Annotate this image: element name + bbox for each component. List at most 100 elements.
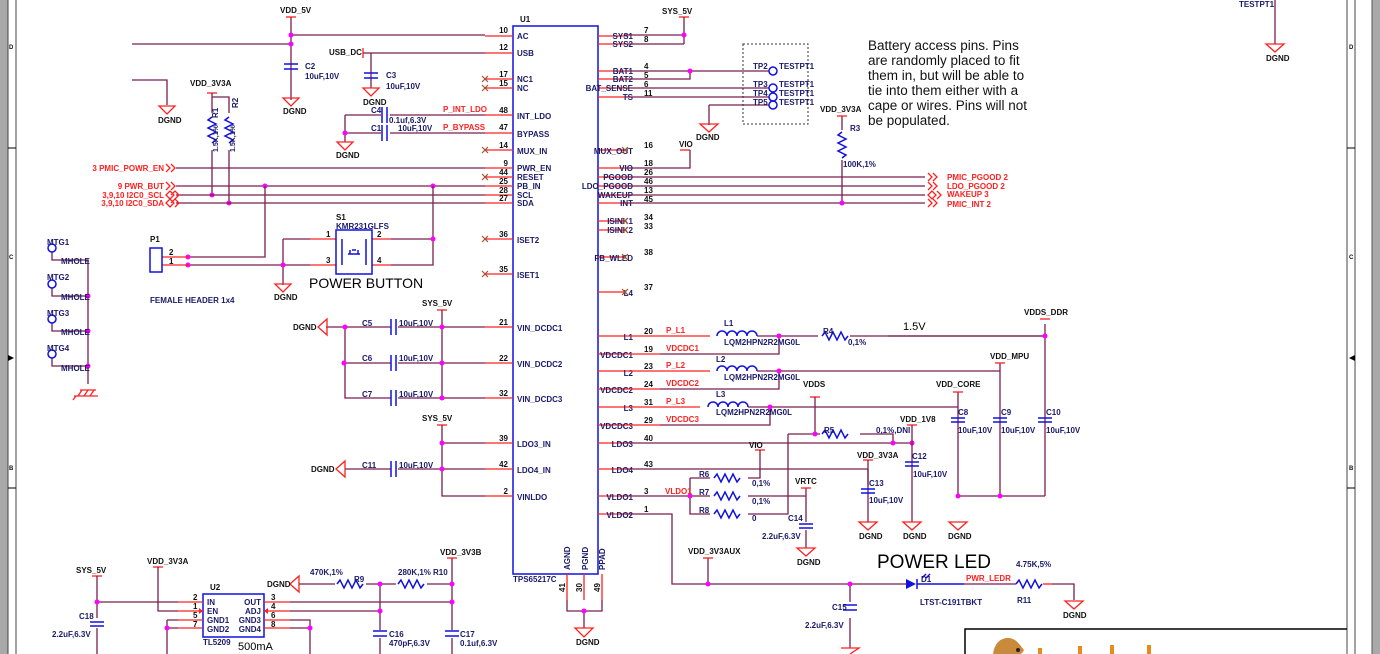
c8-ref: C8: [958, 408, 969, 417]
pin-name: SYS1: [613, 32, 634, 41]
r2-ref: R2: [231, 97, 240, 108]
net-pwr-ledr: PWR_LEDR: [966, 574, 1011, 583]
c5-value: 10uF,10V: [399, 319, 434, 328]
note-line: cape or wires. Pins will not: [868, 98, 1027, 113]
c1-value: 10uF,10V: [398, 124, 433, 133]
ground-icon: [317, 317, 328, 337]
mtg1-ref: MTG1: [47, 238, 70, 247]
c14-ref: C14: [788, 514, 803, 523]
ground-icon: [361, 87, 381, 97]
pin-num: 27: [499, 194, 508, 203]
pin-name: LDO3: [612, 440, 634, 449]
offpage-i2c0-scl[interactable]: 3,9,10 I2C0_SCL: [102, 191, 164, 200]
pin-num: 47: [499, 123, 508, 132]
pin-num: 43: [644, 460, 653, 469]
ground-icon: [795, 547, 817, 557]
pin-num: 8: [271, 620, 276, 629]
c16-value: 470pF,6.3V: [389, 639, 431, 648]
pin-num: 15: [499, 79, 508, 88]
zone-label-right-d: D: [1349, 45, 1354, 51]
pin-num: 4: [377, 256, 382, 265]
pin-num: 26: [644, 168, 653, 177]
zone-label-right-c: C: [1349, 255, 1354, 261]
pin-name: AGND: [563, 546, 572, 570]
pin-num: 34: [644, 213, 653, 222]
pin-num: 28: [499, 186, 508, 195]
c17-value: 0.1uf,6.3V: [460, 639, 498, 648]
dcdc-outputs: P_L1 VDCDC1 P_L2 VDCDC2 P_L3 VDCDC3 L1 L…: [625, 308, 1081, 541]
pin-name: VLDO1: [606, 493, 633, 502]
r8-value: 0: [752, 514, 757, 523]
mtg4-ref: MTG4: [47, 344, 70, 353]
r8-ref: R8: [699, 506, 710, 515]
r5-value: 0,1%,DNI: [876, 426, 910, 435]
pin-name: PB_IN: [517, 182, 541, 191]
r10-ref: R10: [433, 568, 448, 577]
ground-icon: [335, 459, 346, 479]
pin-name: VIN_DCDC2: [517, 360, 563, 369]
pin-name: L3: [624, 404, 634, 413]
c6-value: 10uF,10V: [399, 354, 434, 363]
c7-value: 10uF,10V: [399, 390, 434, 399]
mtg1-value: MHOLE: [61, 257, 91, 266]
c3-value: 10uF,10V: [386, 82, 421, 91]
u1-left-pins: [485, 35, 513, 497]
power-net-vdd-core: VDD_CORE: [936, 380, 981, 389]
pin-num: 11: [644, 89, 653, 98]
pin-name: ADJ: [245, 607, 261, 616]
offpage-pwr-but[interactable]: 9 PWR_BUT: [118, 182, 164, 191]
pin-name: BAT1: [613, 67, 634, 76]
pin-name: LDO_PGOOD: [582, 182, 633, 191]
c15-ref: C15: [832, 603, 847, 612]
power-net-vdd-3v3a: VDD_3V3A: [147, 557, 189, 566]
pin-num: 49: [593, 583, 602, 592]
c10-value: 10uF,10V: [1046, 426, 1081, 435]
u2-regulator[interactable]: U2 TL5209 500mA IN EN GND1 GND2 2 1 5 7 …: [178, 583, 290, 653]
net-p-bypass: P_BYPASS: [443, 123, 486, 132]
power-net-sys-5v: SYS_5V: [422, 414, 453, 423]
offpage-i2c0-sda[interactable]: 3,9,10 I2C0_SDA: [101, 199, 164, 208]
pin-name: RESET: [517, 173, 544, 182]
pin-name: GND4: [239, 625, 262, 634]
tp3-ref: TP3: [753, 80, 768, 89]
no-connect-marks: [481, 75, 629, 296]
power-net-vdd-5v: VDD_5V: [280, 6, 312, 15]
c16-ref: C16: [389, 630, 404, 639]
pin-name: L2: [624, 369, 634, 378]
c18-value: 2.2uF,6.3V: [52, 630, 91, 639]
power-led-section: VDD_3V3AUX C15 2.2uF,6.3V POWER LED D1 L…: [625, 513, 1087, 654]
d1-value: LTST-C191TBKT: [920, 598, 982, 607]
c5-ref: C5: [362, 319, 373, 328]
mtg3-value: MHOLE: [61, 328, 91, 337]
pin-name: VLDO2: [606, 511, 633, 520]
pin-name: SCL: [517, 191, 533, 200]
power-net-vdd-3v3a: VDD_3V3A: [857, 451, 899, 460]
power-net-vdd-3v3a: VDD_3V3A: [190, 79, 232, 88]
c9-value: 10uF,10V: [1001, 426, 1036, 435]
offpage-pmic-pgood[interactable]: PMIC_PGOOD 2: [947, 173, 1008, 182]
u1-pmic[interactable]: U1 TPS65217C: [512, 15, 599, 584]
p1-header: [149, 247, 163, 273]
net-vldo1: VLDO1: [665, 487, 692, 496]
c11-ref: C11: [362, 461, 377, 470]
pin-num: 10: [499, 26, 508, 35]
ground-icon: [289, 574, 300, 594]
pin-num: 1: [326, 230, 331, 239]
pin-name: GND2: [207, 625, 230, 634]
power-net-vdd-3v3a: VDD_3V3A: [820, 105, 862, 114]
pin-name: LDO3_IN: [517, 440, 551, 449]
net-p-l1: P_L1: [666, 326, 686, 335]
battery-testpoints: SYS_5V TP2 TESTPT1 TP3 TESTPT1 TP4 TESTP…: [625, 0, 1290, 142]
c17-ref: C17: [460, 630, 475, 639]
offpage-wakeup[interactable]: WAKEUP 3: [947, 190, 989, 199]
offpage-pmic-powr-en[interactable]: 3 PMIC_POWR_EN: [92, 164, 164, 173]
c2-ref: C2: [305, 62, 316, 71]
pin-num: 20: [644, 327, 653, 336]
pin-num: 12: [499, 43, 508, 52]
offpage-ldo-pgood[interactable]: LDO_PGOOD 2: [947, 182, 1005, 191]
offpage-pmic-int[interactable]: PMIC_INT 2: [947, 200, 992, 209]
p1-value: FEMALE HEADER 1x4: [150, 296, 235, 305]
l2-ref: L2: [716, 355, 726, 364]
ground-icon: [841, 647, 862, 654]
power-button-switch[interactable]: [335, 229, 373, 275]
